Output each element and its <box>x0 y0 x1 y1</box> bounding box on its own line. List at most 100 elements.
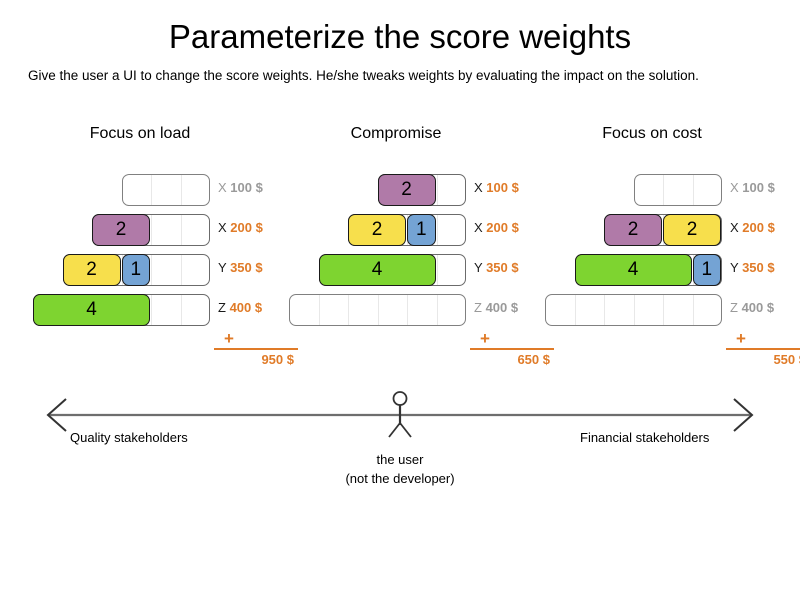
weight-segments: 4 <box>33 294 150 326</box>
track-cell[interactable] <box>635 295 664 325</box>
track-cell[interactable] <box>320 295 349 325</box>
track-cell[interactable] <box>694 175 722 205</box>
weight-slider-track[interactable] <box>633 174 722 206</box>
track-cell[interactable] <box>408 215 438 245</box>
weight-segment-yellow[interactable]: 2 <box>348 214 406 246</box>
track-cell[interactable] <box>438 175 466 205</box>
page-title: Parameterize the score weights <box>168 18 632 55</box>
track-cell[interactable] <box>152 175 182 205</box>
track-cell[interactable] <box>290 295 320 325</box>
stakeholder-axis <box>46 391 754 438</box>
track-cell[interactable] <box>123 295 152 325</box>
track-cell[interactable] <box>182 255 210 285</box>
total-value: 950 $ <box>261 351 294 367</box>
total-plus-sign: + <box>224 329 234 348</box>
row-label: Z 400 $ <box>730 300 774 315</box>
weight-slider-track[interactable]: 4 <box>33 294 210 326</box>
row-key: X <box>730 220 739 235</box>
track-cell[interactable] <box>438 295 466 325</box>
weight-row: Z 400 $ <box>268 290 524 330</box>
track-cell[interactable] <box>408 255 438 285</box>
track-cell[interactable] <box>182 215 210 245</box>
track-cell[interactable] <box>438 215 466 245</box>
track-cells[interactable] <box>121 174 210 206</box>
total-rule <box>726 348 800 350</box>
track-cell[interactable] <box>664 175 694 205</box>
weight-segment-blue[interactable]: 1 <box>121 254 150 286</box>
track-cell[interactable] <box>182 175 210 205</box>
track-cell[interactable] <box>123 175 152 205</box>
track-cell[interactable] <box>694 295 722 325</box>
weight-segment-purple[interactable]: 2 <box>377 174 436 206</box>
weight-segments: 2 <box>92 214 150 246</box>
row-price: 200 $ <box>486 220 519 235</box>
weight-slider-track[interactable] <box>545 294 722 326</box>
row-price: 200 $ <box>742 220 775 235</box>
weight-segment-purple[interactable]: 2 <box>604 214 662 246</box>
track-cell[interactable] <box>349 295 379 325</box>
row-key: Z <box>474 300 482 315</box>
track-cell[interactable] <box>152 215 182 245</box>
track-cell[interactable] <box>379 295 408 325</box>
track-cell[interactable] <box>664 295 694 325</box>
track-cell[interactable] <box>152 295 182 325</box>
weight-segment-blue[interactable]: 1 <box>692 254 721 286</box>
page-subtitle: Give the user a UI to change the score w… <box>28 68 699 83</box>
row-label: X 100 $ <box>218 180 263 195</box>
track-cells[interactable] <box>545 294 722 326</box>
user-caption: the user (not the developer) <box>0 450 800 488</box>
weight-segment-yellow[interactable]: 2 <box>663 214 721 246</box>
row-label: X 200 $ <box>730 220 775 235</box>
row-label: Y 350 $ <box>474 260 519 275</box>
weight-slider-track[interactable]: 2 <box>377 174 466 206</box>
track-cell[interactable] <box>576 295 605 325</box>
track-cells[interactable] <box>633 174 722 206</box>
weight-slider-track[interactable]: 4 <box>318 254 466 286</box>
track-cell[interactable] <box>152 255 182 285</box>
axis-label-left: Quality stakeholders <box>70 430 188 445</box>
total-rule <box>214 348 298 350</box>
weight-slider-track[interactable] <box>289 294 466 326</box>
axis-label-right: Financial stakeholders <box>580 430 710 445</box>
weight-segment-green[interactable]: 4 <box>33 294 150 326</box>
weight-segment-blue[interactable]: 1 <box>407 214 436 246</box>
weight-segment-green[interactable]: 4 <box>574 254 692 286</box>
track-cell[interactable] <box>408 175 438 205</box>
weight-row: X 100 $ <box>524 170 780 210</box>
row-key: Z <box>218 300 226 315</box>
track-cell[interactable] <box>408 295 438 325</box>
row-label: X 200 $ <box>218 220 263 235</box>
weight-slider-track[interactable]: 2 <box>92 214 210 246</box>
weight-slider-track[interactable] <box>121 174 210 206</box>
track-cell[interactable] <box>546 295 576 325</box>
row-price: 350 $ <box>230 260 263 275</box>
track-cell[interactable] <box>182 295 210 325</box>
track-cell[interactable] <box>635 175 664 205</box>
row-key: Y <box>474 260 483 275</box>
row-key: X <box>474 220 483 235</box>
track-cell[interactable] <box>123 255 152 285</box>
row-label: X 100 $ <box>474 180 519 195</box>
track-cell[interactable] <box>438 255 466 285</box>
track-cell[interactable] <box>123 215 152 245</box>
row-key: X <box>218 220 227 235</box>
weight-segment-yellow[interactable]: 2 <box>62 254 121 286</box>
weight-segment-green[interactable]: 4 <box>318 254 436 286</box>
total-plus-sign: + <box>736 329 746 348</box>
track-cell[interactable] <box>605 295 635 325</box>
row-key: Z <box>730 300 738 315</box>
track-cells[interactable] <box>289 294 466 326</box>
row-price: 400 $ <box>741 300 775 315</box>
weight-segment-purple[interactable]: 2 <box>92 214 150 246</box>
stick-figure-user <box>388 391 412 438</box>
